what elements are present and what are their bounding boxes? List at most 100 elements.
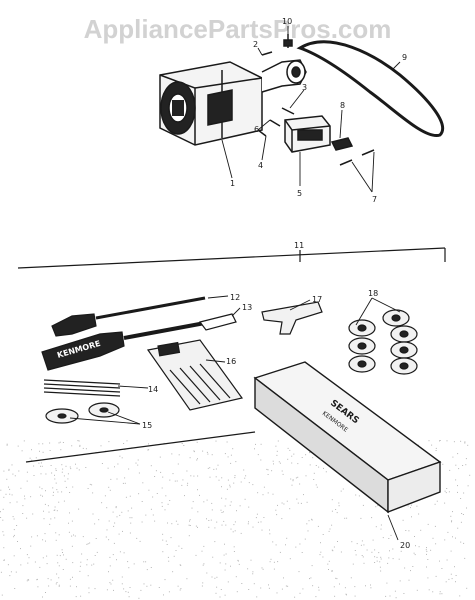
speck [236, 591, 238, 593]
speck [243, 469, 245, 471]
speck [13, 518, 15, 520]
speck [215, 440, 217, 442]
speck [439, 440, 441, 441]
speck [379, 561, 381, 563]
speck [224, 569, 226, 571]
speck [331, 571, 333, 572]
speck [71, 535, 73, 537]
speck [79, 565, 81, 567]
speck [371, 551, 373, 553]
speck [55, 482, 57, 484]
speck [256, 596, 258, 598]
bobbins [348, 309, 418, 375]
speck [236, 510, 237, 512]
speck [148, 489, 150, 491]
speck [42, 451, 44, 453]
speck [41, 488, 43, 490]
speck [129, 532, 131, 534]
speck [309, 451, 311, 453]
speck [167, 503, 169, 505]
speck [53, 509, 55, 511]
speck [266, 468, 268, 470]
speck [2, 531, 4, 533]
speck [169, 479, 171, 481]
speck [79, 444, 81, 446]
speck [192, 501, 194, 503]
speck [354, 595, 356, 597]
speck [167, 556, 169, 558]
speck [14, 475, 16, 477]
speck [379, 566, 381, 568]
speck [94, 588, 96, 590]
speck [221, 477, 223, 479]
speck [113, 525, 115, 527]
speck [14, 588, 16, 589]
speck [283, 503, 285, 505]
speck [262, 568, 264, 570]
speck [277, 440, 279, 442]
speck [87, 488, 89, 489]
speck [0, 571, 2, 573]
speck [292, 479, 294, 481]
speck [260, 587, 262, 589]
speck [174, 480, 176, 482]
speck [45, 592, 46, 593]
speck [345, 593, 347, 595]
speck [311, 518, 313, 520]
speck [50, 465, 52, 466]
callout-15: 15 [142, 421, 152, 430]
speck [186, 578, 188, 580]
speck [39, 486, 41, 488]
speck [227, 479, 229, 481]
speck [36, 578, 38, 580]
speck [318, 589, 320, 591]
speck [148, 443, 149, 445]
speck [20, 487, 22, 489]
speck [162, 539, 164, 541]
speck [141, 501, 143, 502]
speck [4, 559, 5, 561]
speck [180, 564, 182, 566]
speck [75, 463, 76, 465]
speck [446, 440, 448, 442]
speck [3, 534, 5, 536]
speck [121, 583, 123, 585]
speck [297, 502, 299, 504]
speck [439, 593, 441, 595]
bobbin-hub [399, 346, 409, 354]
watermark: AppliancePartsPros.com [83, 14, 392, 44]
speck [146, 585, 148, 587]
speck [161, 502, 163, 504]
speck [22, 505, 24, 507]
speck [52, 494, 54, 496]
speck [206, 499, 208, 501]
speck [346, 517, 348, 519]
speck [449, 469, 451, 471]
speck [214, 541, 216, 543]
speck [322, 556, 324, 558]
speck [193, 450, 195, 452]
speck [180, 588, 182, 590]
speck [54, 506, 56, 508]
speck [329, 528, 331, 530]
speck [116, 516, 118, 518]
speck [170, 537, 172, 539]
speck [219, 562, 221, 564]
speck [221, 524, 223, 526]
speck [285, 585, 287, 587]
speck [262, 494, 264, 496]
bobbin-hub [357, 324, 367, 332]
speck [229, 486, 231, 488]
speck [6, 443, 8, 445]
speck [446, 488, 448, 489]
speck [313, 479, 315, 480]
speck [150, 584, 152, 586]
speck [94, 523, 96, 525]
speck [256, 513, 258, 515]
speck [269, 529, 270, 531]
speck [213, 468, 215, 470]
speck [38, 462, 40, 464]
speck [261, 567, 263, 569]
callout-1: 1 [230, 179, 235, 188]
speck [355, 494, 357, 496]
